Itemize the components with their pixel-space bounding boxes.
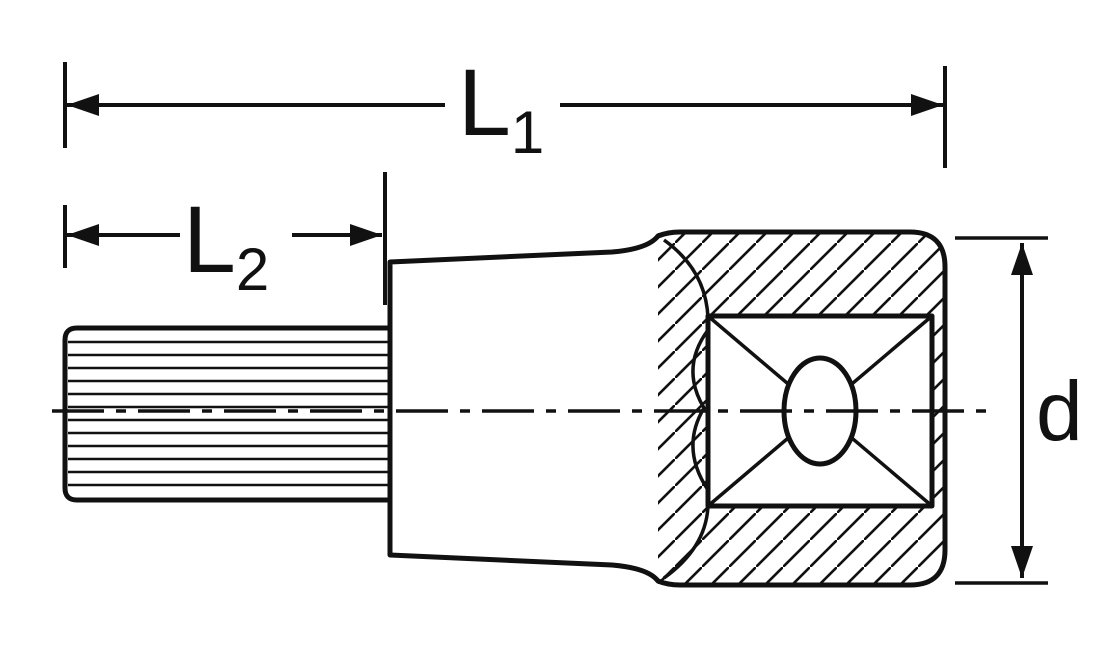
section-hatch [658,232,945,585]
arrow-right-icon [350,224,382,246]
dimension-l2: L2 [63,172,387,305]
l2-label: L2 [183,187,269,303]
dimension-d: d [955,236,1083,585]
tool-drawing [62,229,948,588]
arrow-down-icon [1011,546,1033,578]
d-label: d [1036,364,1083,458]
shank-flat-lines [68,340,388,487]
arrow-left-icon [67,94,99,116]
hex-shank [62,325,393,503]
internal-profile-curves [662,238,710,580]
arrow-left-icon [67,224,99,246]
dimension-l1: L1 [63,50,947,168]
arrow-up-icon [1011,243,1033,275]
l1-label: L1 [458,50,544,166]
arrow-right-icon [911,94,943,116]
